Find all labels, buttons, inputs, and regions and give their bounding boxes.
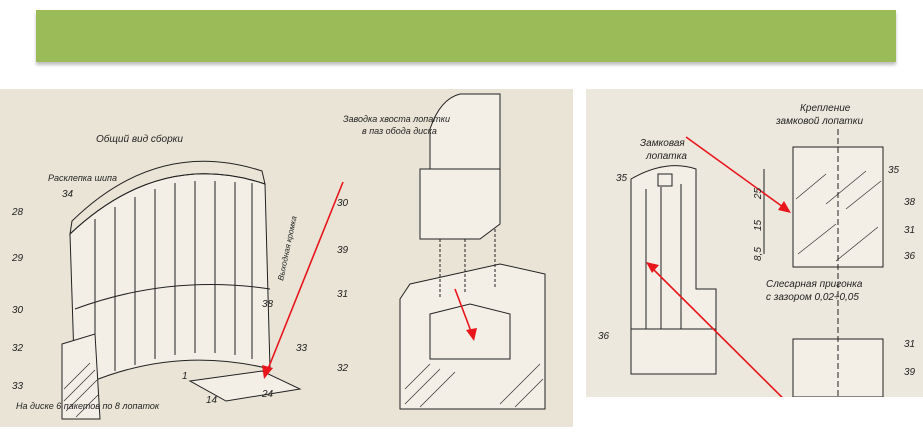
arrow-head-blade — [646, 262, 659, 273]
callout-30: 30 — [12, 305, 24, 316]
arrow-to-slot — [454, 288, 473, 335]
blade-package — [69, 173, 271, 390]
slot-groove — [429, 303, 511, 360]
assembly-drawing: Общий вид сборки Расклепка шипа Заводка … — [11, 93, 546, 420]
callout-39: 39 — [904, 367, 916, 378]
dim-1: 1 — [182, 371, 188, 382]
fitting-note-1: Слесарная пригонка — [766, 279, 863, 290]
callout-36-section: 36 — [904, 251, 916, 262]
lock-blade-label-1: Замковая — [640, 138, 685, 149]
callout-39: 39 — [337, 245, 349, 256]
arrow-head-section — [778, 201, 791, 213]
dim-15: 15 — [753, 219, 764, 231]
dim-8-5: 8,5 — [753, 247, 764, 261]
fixing-title-1: Крепление — [800, 103, 851, 114]
insertion-label-1: Заводка хвоста лопатки — [343, 114, 450, 124]
disk-rim-line — [74, 284, 271, 310]
callout-33-plate: 33 — [296, 343, 308, 354]
lock-blade-pin — [657, 173, 673, 187]
callout-31: 31 — [904, 225, 915, 236]
callout-28: 28 — [11, 207, 24, 218]
trailing-edge-label: Выходная кромка — [276, 215, 299, 282]
callout-33: 33 — [12, 381, 24, 392]
lock-blade-drawing: Замковая лопатка Крепление замковой лопа… — [598, 103, 916, 397]
blade-tail-top — [429, 93, 501, 170]
root-section — [61, 333, 101, 420]
lock-blade-lines — [631, 184, 716, 330]
callout-35: 35 — [616, 173, 628, 184]
callout-35-section: 35 — [888, 165, 900, 176]
callout-32-right: 32 — [337, 363, 349, 374]
callout-30-right: 30 — [337, 198, 349, 209]
dim-14: 14 — [206, 395, 218, 406]
arrow-head-slot — [466, 328, 477, 341]
callout-34: 34 — [62, 189, 74, 200]
arrow-to-blade — [652, 268, 783, 397]
slot-hatching — [404, 363, 544, 408]
shroud-band — [69, 160, 266, 236]
blade-tail — [419, 168, 501, 240]
insertion-label-2: в паз обода диска — [362, 126, 437, 136]
lock-blade-body — [630, 165, 717, 375]
arrow-to-section — [685, 136, 784, 208]
arrow-to-plate — [267, 181, 344, 370]
section-hatching — [795, 170, 882, 262]
drawing-caption: На диске 6 пакетов по 8 лопаток — [16, 401, 160, 411]
fixing-title-2: замковой лопатки — [775, 116, 863, 127]
blade-lines — [94, 181, 253, 379]
callout-32: 32 — [12, 343, 24, 354]
callout-38: 38 — [262, 299, 274, 310]
callout-38: 38 — [904, 197, 916, 208]
callout-31-lower: 31 — [904, 339, 915, 350]
dim-24: 24 — [261, 389, 274, 400]
riveting-label: Расклепка шипа — [48, 173, 117, 183]
assembly-drawing-panel: Общий вид сборки Расклепка шипа Заводка … — [0, 89, 573, 427]
lock-blade-label-2: лопатка — [645, 151, 687, 162]
plate-part-33 — [188, 370, 302, 402]
lock-blade-drawing-panel: Замковая лопатка Крепление замковой лопа… — [586, 89, 923, 397]
arrow-head-plate — [262, 365, 273, 379]
callout-31: 31 — [337, 289, 348, 300]
root-hatching — [63, 362, 99, 418]
assembly-view-title: Общий вид сборки — [96, 133, 183, 145]
callout-36: 36 — [598, 331, 610, 342]
dim-25: 25 — [753, 187, 764, 200]
callout-29: 29 — [11, 253, 24, 264]
title-banner — [36, 10, 896, 62]
fitting-note-2: с зазором 0,02÷0,05 — [766, 292, 859, 303]
insertion-guides — [439, 229, 496, 299]
